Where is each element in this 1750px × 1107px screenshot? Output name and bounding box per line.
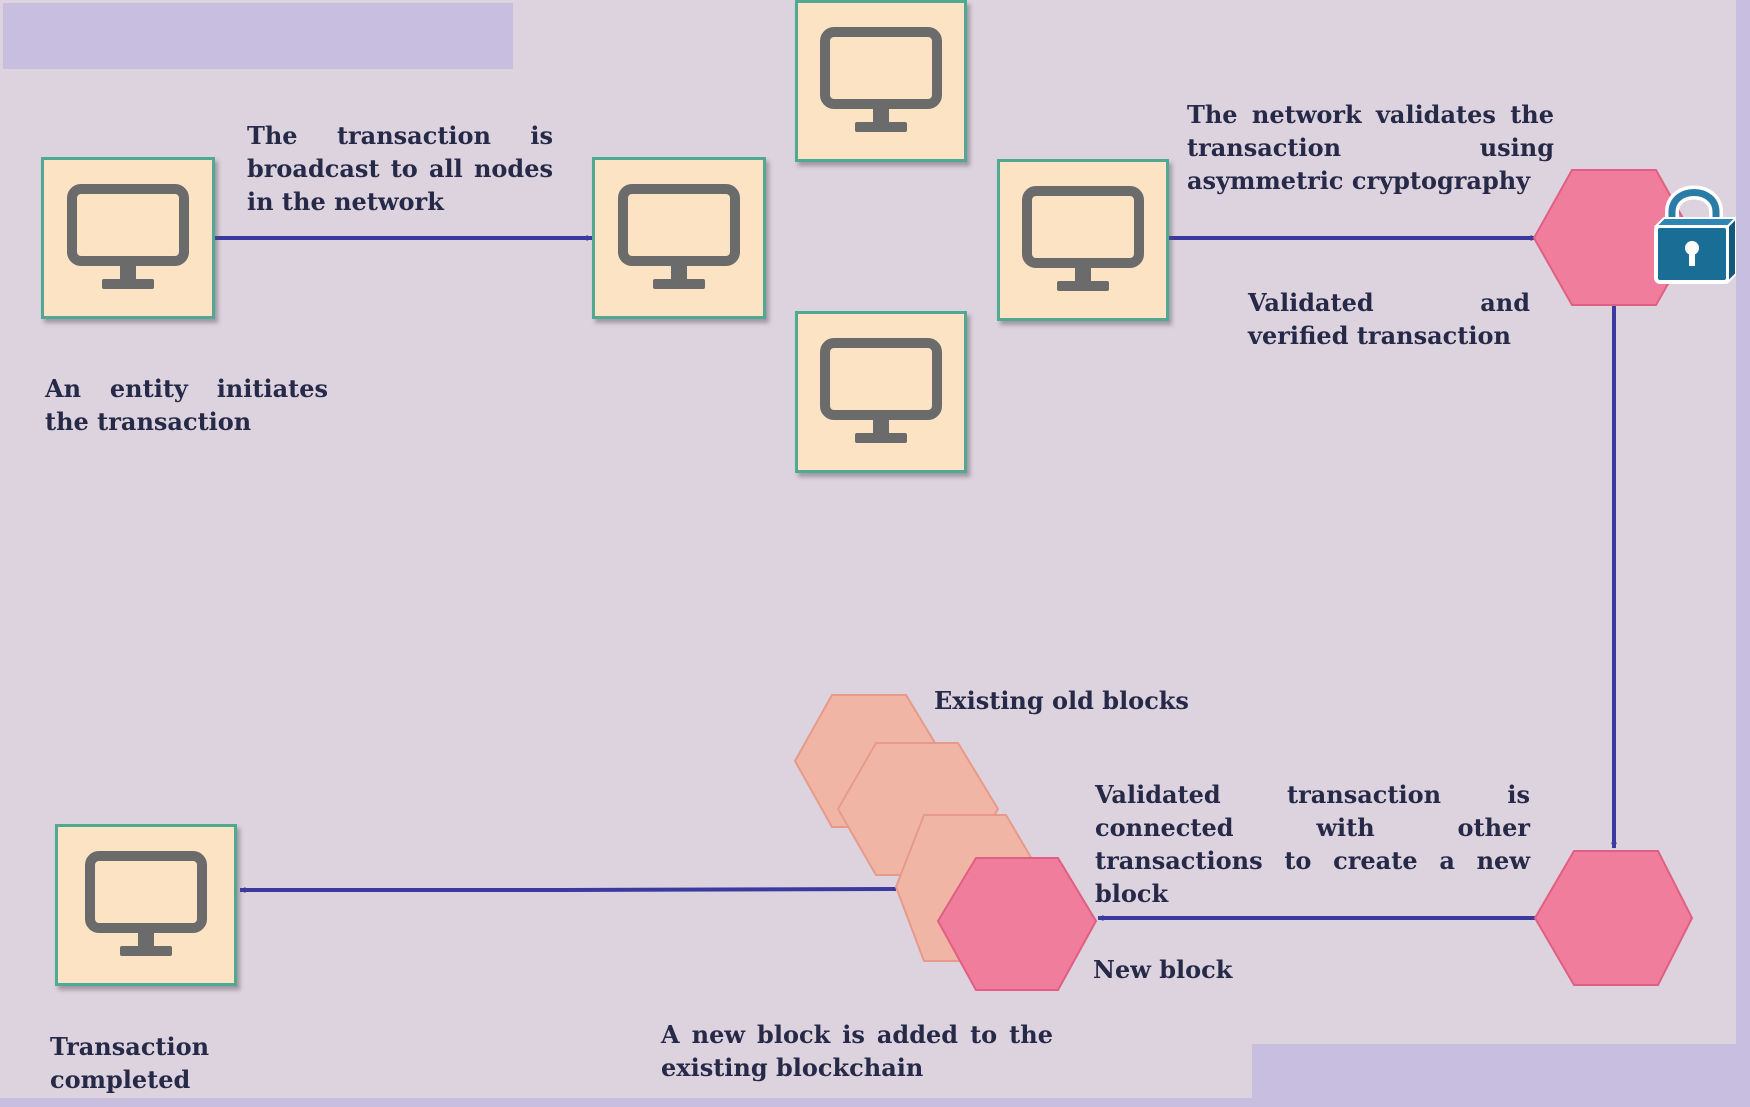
label-block-added: A new block is added to the existing blo… bbox=[661, 1020, 1053, 1082]
completed-computer bbox=[55, 824, 237, 986]
label-broadcast: The transaction is broadcast to all node… bbox=[247, 121, 553, 216]
network-node-top bbox=[795, 0, 967, 162]
monitor-icon bbox=[820, 27, 942, 132]
padlock-icon bbox=[1653, 185, 1736, 285]
label-new-block: New block bbox=[1093, 955, 1233, 984]
initiator-computer bbox=[41, 157, 215, 319]
network-node-center bbox=[592, 157, 766, 319]
network-node-bottom bbox=[795, 311, 967, 473]
validated-transaction-hexagon bbox=[1532, 169, 1696, 306]
right-edge-band bbox=[1736, 0, 1750, 1107]
label-completed: Transaction completed bbox=[50, 1032, 210, 1094]
monitor-icon bbox=[618, 184, 740, 289]
monitor-icon bbox=[67, 184, 189, 289]
label-validate: The network validates the transaction us… bbox=[1187, 100, 1554, 195]
footer-band bbox=[1252, 1044, 1750, 1107]
forming-block-hexagon bbox=[1533, 850, 1694, 986]
monitor-icon bbox=[820, 338, 942, 443]
header-band bbox=[3, 3, 513, 69]
bottom-edge-band bbox=[0, 1098, 1750, 1107]
arrow-block-to-completed bbox=[239, 887, 897, 893]
label-connected: Validated transaction is connected with … bbox=[1095, 780, 1530, 908]
monitor-icon bbox=[1022, 186, 1144, 291]
label-existing-blocks: Existing old blocks bbox=[934, 686, 1189, 715]
new-block-hexagon bbox=[936, 857, 1098, 991]
label-initiate: An entity initiates the transaction bbox=[45, 374, 328, 436]
label-verified: Validated and verified transaction bbox=[1248, 288, 1530, 350]
monitor-icon bbox=[85, 851, 207, 956]
network-node-right bbox=[997, 159, 1169, 321]
